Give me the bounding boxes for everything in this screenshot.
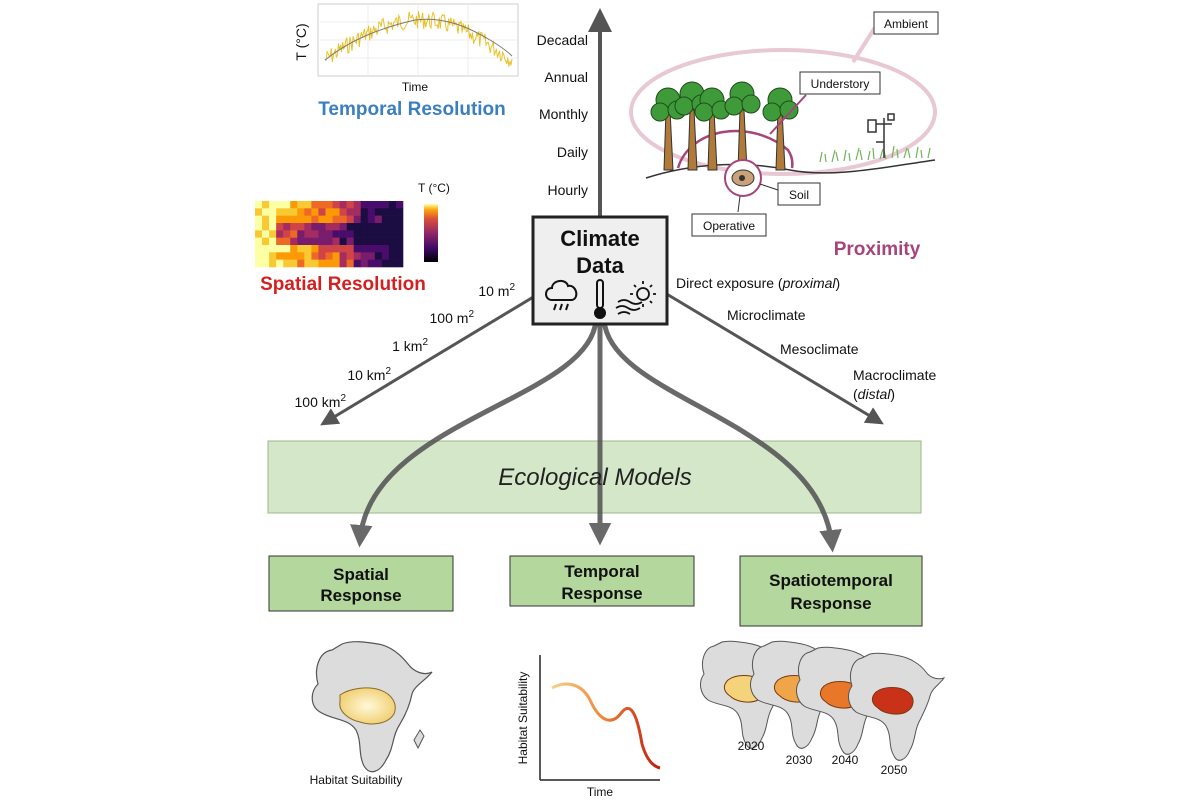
africa-suitability-map: Habitat Suitability	[310, 641, 433, 787]
lizard-sensor-icon	[724, 159, 762, 197]
temporal-response-line1: Temporal	[564, 562, 639, 581]
tick-10km2: 10 km2	[347, 366, 391, 383]
tick-100m2: 100 m2	[430, 309, 475, 326]
tick-direct-exposure: Direct exposure (proximal)	[676, 275, 840, 291]
tree-icon	[724, 81, 761, 171]
tick-macroclimate: Macroclimate	[853, 367, 936, 383]
spatial-response-line2: Response	[320, 586, 401, 605]
suitability-timeseries: Habitat Suitability Time	[516, 655, 661, 799]
tick-daily: Daily	[557, 144, 588, 160]
temperature-raster-inset: T (°C)	[255, 181, 450, 268]
tick-annual: Annual	[544, 69, 588, 85]
tick-monthly: Monthly	[539, 106, 588, 122]
tree-icon	[694, 87, 731, 171]
inset-x-label: Time	[402, 80, 429, 94]
ecological-models-box	[267, 440, 922, 514]
spatial-ticks: 10 m2 100 m2 1 km2 10 km2 100 km2	[295, 282, 516, 410]
tick-1km2: 1 km2	[392, 337, 428, 354]
year-2030: 2030	[786, 753, 813, 767]
colorbar-label: T (°C)	[418, 181, 450, 195]
year-2020: 2020	[738, 739, 765, 753]
callout-ambient: Ambient	[873, 11, 939, 35]
proximity-axis-arrow	[659, 288, 884, 425]
rain-cloud-icon	[545, 280, 578, 311]
temporal-ticks: Decadal Annual Monthly Daily Hourly	[537, 32, 588, 198]
spatial-response-box: Spatial Response	[268, 555, 454, 612]
inset-y-label: T (°C)	[293, 23, 309, 60]
spatiotemporal-maps: 2020 2030 2040 2050	[700, 640, 946, 777]
flow-arrows	[350, 319, 842, 553]
ecological-models-label: Ecological Models	[498, 464, 691, 491]
tick-distal: (distal)	[853, 386, 895, 402]
tick-microclimate: Microclimate	[727, 307, 806, 323]
spatial-response-line1: Spatial	[333, 565, 389, 584]
temporal-response-line2: Response	[561, 584, 642, 603]
spatiotemporal-response-line1: Spatiotemporal	[769, 571, 893, 590]
temporal-response-box: Temporal Response	[509, 555, 695, 607]
africa-map-4	[848, 652, 946, 761]
year-2040: 2040	[832, 753, 859, 767]
climate-data-title-line1: Climate	[560, 226, 639, 251]
callout-soil: Soil	[777, 182, 821, 206]
thermometer-icon	[594, 279, 606, 319]
spatiotemporal-response-box: Spatiotemporal Response	[739, 555, 923, 627]
proximity-title: Proximity	[834, 239, 921, 260]
climate-data-title-line2: Data	[576, 253, 624, 278]
spatial-axis-arrow	[320, 291, 541, 426]
spatial-resolution-title: Spatial Resolution	[260, 274, 426, 295]
svg-text:Ambient: Ambient	[884, 17, 929, 31]
spatiotemporal-response-line2: Response	[790, 594, 871, 613]
callout-understory: Understory	[799, 71, 881, 95]
year-2050: 2050	[881, 763, 908, 777]
tick-decadal: Decadal	[537, 32, 588, 48]
suitability-x-label: Time	[587, 785, 614, 799]
svg-text:Soil: Soil	[789, 188, 809, 202]
tick-10m2: 10 m2	[478, 282, 515, 299]
suitability-y-label: Habitat Suitability	[516, 672, 530, 765]
proximity-scene: Ambient Understory Soil Operative	[629, 11, 939, 237]
grass-icon	[819, 145, 931, 163]
tick-hourly: Hourly	[548, 182, 588, 198]
sun-wind-icon	[615, 281, 656, 315]
callout-operative: Operative	[691, 213, 767, 237]
svg-text:Understory: Understory	[811, 77, 870, 91]
temporal-resolution-title: Temporal Resolution	[318, 99, 506, 120]
spatial-output-caption: Habitat Suitability	[310, 773, 403, 787]
weather-station-icon	[867, 113, 895, 158]
tick-100km2: 100 km2	[295, 393, 347, 410]
temperature-timeseries-inset: T (°C) Time	[293, 3, 519, 94]
svg-text:Operative: Operative	[703, 219, 755, 233]
tick-mesoclimate: Mesoclimate	[780, 341, 859, 357]
climate-data-box: Climate Data	[531, 215, 669, 326]
proximity-ticks: Direct exposure (proximal) Microclimate …	[676, 275, 936, 402]
